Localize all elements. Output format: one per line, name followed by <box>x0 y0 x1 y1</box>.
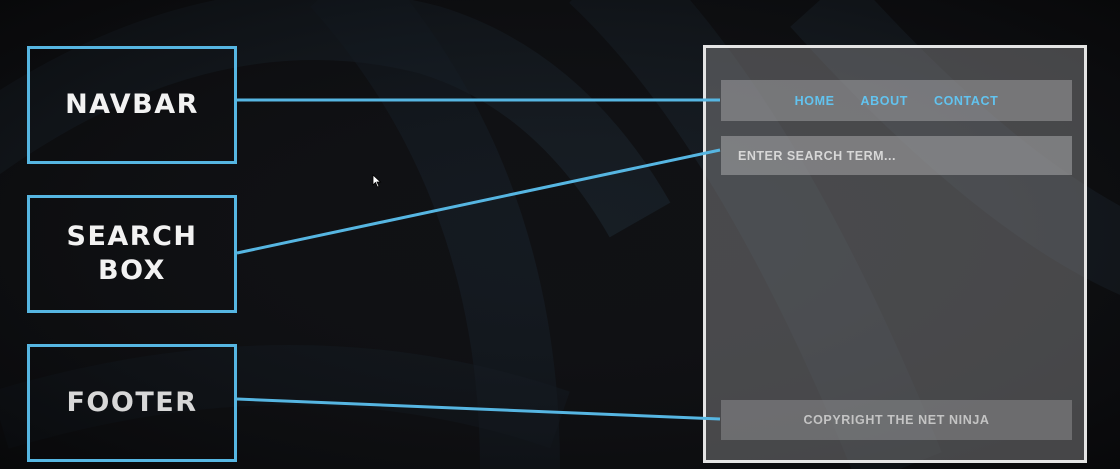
mock-footer: COPYRIGHT THE NET NINJA <box>721 400 1072 440</box>
nav-link-home[interactable]: HOME <box>794 93 835 108</box>
search-box-label-box: SEARCH BOX <box>27 195 237 313</box>
mock-web-page: HOME ABOUT CONTACT COPYRIGHT THE NET NIN… <box>703 45 1087 463</box>
nav-link-contact[interactable]: CONTACT <box>933 93 999 108</box>
mock-navbar: HOME ABOUT CONTACT <box>721 80 1072 121</box>
mouse-cursor-icon <box>372 174 382 188</box>
navbar-label-box: NAVBAR <box>27 46 237 164</box>
nav-link-about[interactable]: ABOUT <box>860 93 908 108</box>
search-input[interactable] <box>721 136 1072 175</box>
footer-label-box: FOOTER <box>27 344 237 462</box>
